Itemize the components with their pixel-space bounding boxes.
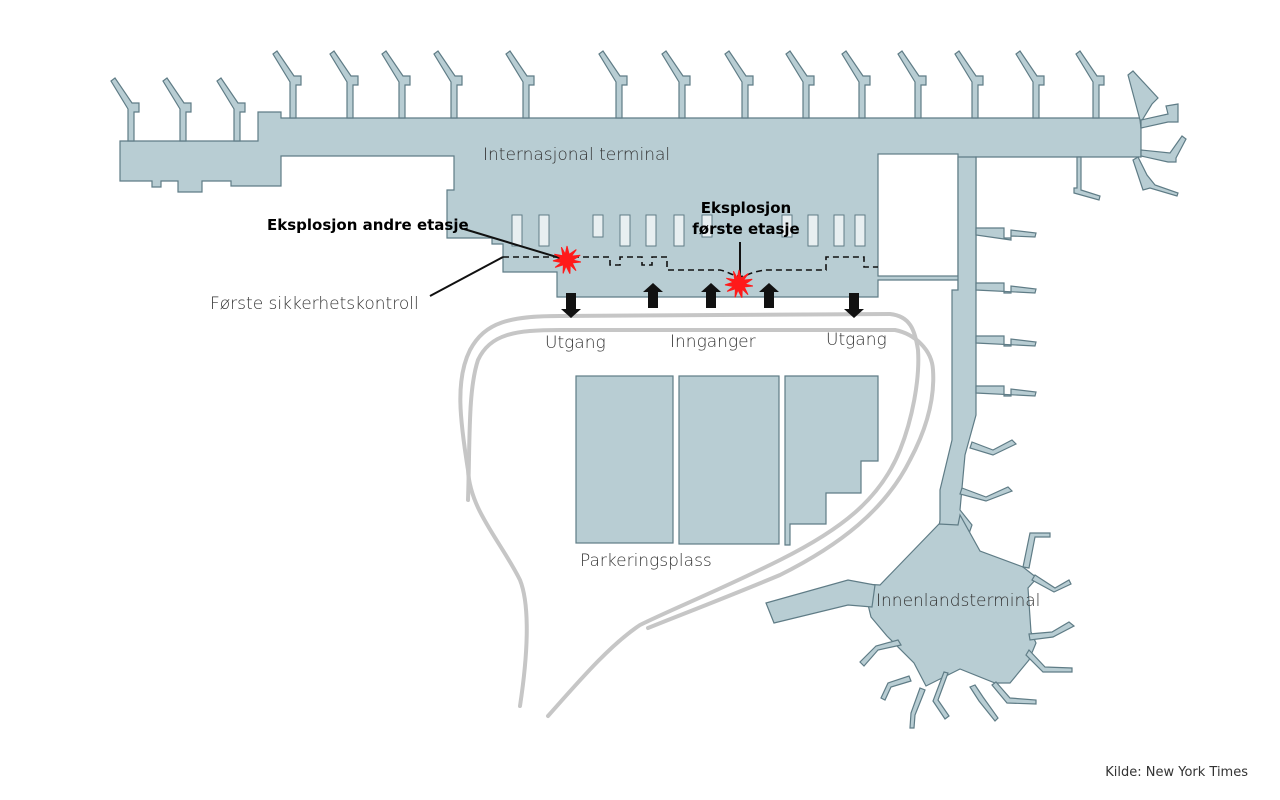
explosion-icon-first-floor: [724, 269, 754, 298]
gate: [785, 50, 815, 119]
gate: [1075, 50, 1105, 119]
roads: [458, 312, 936, 718]
label-explosion-first-floor-line1: Eksplosjon: [701, 199, 791, 217]
gate: [897, 50, 927, 119]
label-explosion-second-floor: Eksplosjon andre etasje: [267, 216, 469, 234]
leader-security: [429, 256, 504, 297]
international-terminal: [119, 111, 1142, 561]
label-parking: Parkeringsplass: [580, 551, 712, 571]
entrance-arrow-icon: [701, 283, 721, 308]
gate: [661, 50, 691, 119]
gate: [505, 50, 535, 119]
gate: [1015, 50, 1045, 119]
road-outer: [458, 312, 921, 718]
domestic-hub: [862, 513, 1038, 687]
label-entrances: Innganger: [670, 332, 756, 352]
gate: [841, 50, 871, 119]
gate: [162, 77, 192, 142]
entrance-arrow-icon: [759, 283, 779, 308]
gate: [272, 50, 302, 119]
label-first-security: Første sikkerhetskontroll: [210, 294, 419, 314]
gate: [598, 50, 628, 119]
source-credit: Kilde: New York Times: [1105, 765, 1248, 780]
windows: [511, 214, 866, 247]
gates-east: [959, 70, 1187, 502]
label-explosion-first-floor-line2: første etasje: [692, 220, 799, 238]
label-domestic-terminal: Innenlandsterminal: [876, 591, 1040, 611]
courtyard: [877, 153, 959, 277]
gates-north: [110, 50, 1105, 142]
gate: [954, 50, 984, 119]
parking-lot-2: [678, 375, 780, 545]
parking-structures: [575, 375, 879, 546]
leader-explosion-second: [463, 228, 561, 259]
road-inner: [466, 328, 936, 630]
entrance-arrow-icon: [643, 283, 663, 308]
label-international-terminal: Internasjonal terminal: [483, 145, 670, 165]
label-exit-right: Utgang: [826, 330, 887, 350]
label-exit-left: Utgang: [545, 333, 606, 353]
gate: [724, 50, 754, 119]
gate: [433, 50, 463, 119]
gate: [329, 50, 359, 119]
gate: [381, 50, 411, 119]
arrows: [561, 283, 864, 318]
terminal-west-wing: [119, 111, 1142, 298]
gate: [216, 77, 246, 142]
gate: [110, 77, 140, 142]
exit-arrow-icon: [561, 293, 581, 318]
exit-arrow-icon: [844, 293, 864, 318]
parking-lot-1: [575, 375, 674, 544]
domestic-pier-west: [765, 579, 876, 624]
domestic-terminal: [765, 513, 1076, 729]
parking-lot-3: [784, 375, 879, 546]
explosion-icon-second-floor: [552, 245, 582, 274]
